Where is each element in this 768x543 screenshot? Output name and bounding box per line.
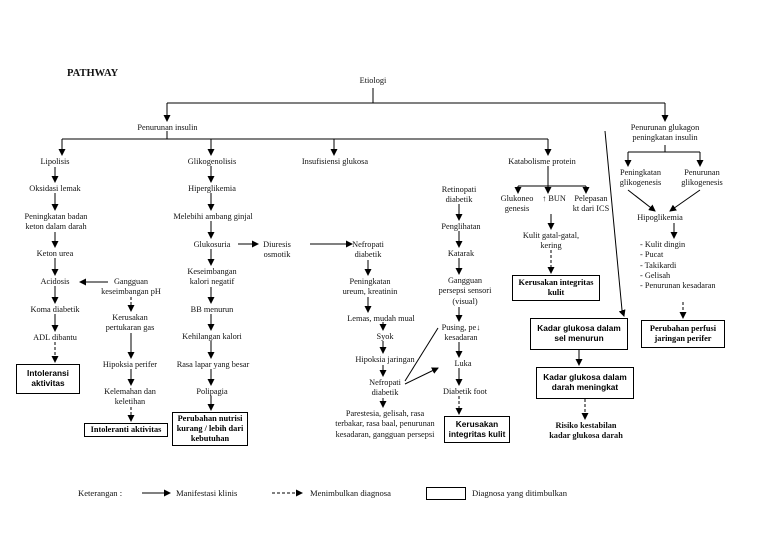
node-risiko-kestabilan: Risiko kestabilan kadar glukosa darah bbox=[549, 421, 623, 441]
node-bun: ↑ BUN bbox=[542, 194, 566, 203]
diagnosis-kadar-glukosa-darah-meningkat: Kadar glukosa dalam darah meningkat bbox=[536, 367, 634, 399]
connector bbox=[404, 367, 439, 385]
node-katarak: Katarak bbox=[447, 249, 475, 258]
node-nefropati-diabetik-2: Nefropati diabetik bbox=[369, 378, 401, 398]
node-hipoksia-jaringan: Hipoksia jaringan bbox=[355, 355, 415, 364]
node-diabetik-foot: Diabetik foot bbox=[442, 387, 487, 396]
connector bbox=[604, 130, 623, 311]
node-penurunan-glukagon: Penurunan glukagon peningkatan insulin bbox=[630, 123, 700, 143]
node-gangguan-persepsi-sensori: Gangguan persepsi sensori (visual) bbox=[438, 276, 492, 306]
node-hiperglikemia: Hiperglikemia bbox=[188, 184, 236, 193]
node-keton-urea: Keton urea bbox=[36, 249, 74, 258]
diagnosis-kerusakan-integritas-kulit-1: Kerusakan integritas kulit bbox=[512, 275, 600, 301]
node-lipolisis: Lipolisis bbox=[40, 157, 70, 166]
node-kulit-gatal: Kulit gatal-gatal, kering bbox=[522, 231, 580, 251]
node-insufisiensi-glukosa: Insufisiensi glukosa bbox=[301, 157, 369, 166]
diagnosis-perubahan-nutrisi: Perubahan nutrisi kurang / lebih dari ke… bbox=[172, 412, 248, 446]
node-pelepasan-kt: Pelepasan kt dari ICS bbox=[572, 194, 610, 214]
node-adl-dibantu: ADL dibantu bbox=[33, 333, 77, 342]
connector bbox=[404, 327, 439, 382]
node-glukosuria: Glukosuria bbox=[193, 240, 231, 249]
node-nefropati-diabetik-1: Nefropati diabetik bbox=[352, 240, 384, 260]
node-bb-menurun: BB menurun bbox=[190, 305, 234, 314]
node-penglihatan: Penglihatan bbox=[441, 222, 481, 231]
legend-dashed-text: Menimbulkan diagnosa bbox=[310, 488, 391, 498]
legend-label: Keterangan : bbox=[78, 488, 123, 498]
node-glukoneogenesis: Glukoneo genesis bbox=[500, 194, 534, 214]
node-retinopati-diabetik: Retinopati diabetik bbox=[441, 185, 477, 205]
node-kerusakan-pertukaran-gas: Kerusakan pertukaran gas bbox=[105, 313, 155, 333]
node-keseimbangan-kalori: Keseimbangan kalori negatif bbox=[187, 267, 237, 287]
node-peningkatan-badan-keton: Peningkatan badan keton dalam darah bbox=[24, 212, 88, 232]
diagram-title: PATHWAY bbox=[67, 68, 119, 79]
node-lemas-mudah-mual: Lemas, mudah mual bbox=[347, 314, 415, 323]
node-hipoglikemia-signs: - Kulit dingin - Pucat - Takikardi - Gel… bbox=[640, 240, 716, 291]
node-oksidasi-lemak: Oksidasi lemak bbox=[29, 184, 81, 193]
legend-solid-text: Manifestasi klinis bbox=[176, 488, 238, 498]
node-kehilangan-kalori: Kehilangan kalori bbox=[182, 332, 242, 341]
node-kelemahan-keletihan: Kelemahan dan keletihan bbox=[104, 387, 156, 407]
connector bbox=[618, 309, 626, 317]
connector bbox=[669, 189, 701, 212]
node-pusing: Pusing, pe↓ kesadaran bbox=[441, 323, 481, 343]
node-etiologi: Etiologi bbox=[359, 76, 387, 85]
diagnosis-intoleranti-aktivitas: Intoleranti aktivitas bbox=[84, 423, 168, 437]
node-parestesia: Parestesia, gelisah, rasa terbakar, rasa… bbox=[335, 409, 435, 439]
node-koma-diabetik: Koma diabetik bbox=[30, 305, 80, 314]
node-peningkatan-glikogenesis: Peningkatan glikogenesis bbox=[619, 168, 662, 188]
node-hipoksia-perifer: Hipoksia perifer bbox=[102, 360, 158, 369]
node-melebihi-ambang-ginjal: Melebihi ambang ginjal bbox=[173, 212, 253, 221]
node-acidosis: Acidosis bbox=[40, 277, 70, 286]
node-peningkatan-ureum: Peningkatan ureum, kreatinin bbox=[342, 277, 398, 297]
node-polipagia: Polipagia bbox=[196, 387, 228, 396]
legend-box-swatch bbox=[426, 487, 466, 500]
diagnosis-kadar-glukosa-sel-menurun: Kadar glukosa dalam sel menurun bbox=[530, 318, 628, 350]
diagnosis-kerusakan-integritas-kulit-2: Kerusakan integritas kulit bbox=[444, 416, 510, 443]
node-katabolisme-protein: Katabolisme protein bbox=[508, 157, 576, 166]
node-hipoglikemia: Hipoglikemia bbox=[637, 213, 683, 222]
node-penurunan-insulin: Penurunan insulin bbox=[137, 123, 198, 132]
node-gangguan-ph: Gangguan keseimbangan pH bbox=[101, 277, 161, 297]
node-glikogenolisis: Glikogenolisis bbox=[187, 157, 237, 166]
node-diuresis-osmotik: Diuresis osmotik bbox=[263, 240, 291, 260]
diagnosis-intoleransi-aktivitas: Intoleransi aktivitas bbox=[16, 364, 80, 394]
legend-box-text: Diagnosa yang ditimbulkan bbox=[472, 488, 567, 498]
node-syok: Syok bbox=[376, 332, 394, 341]
node-luka: Luka bbox=[454, 359, 472, 368]
diagnosis-perubahan-perfusi: Perubahan perfusi jaringan perifer bbox=[641, 320, 725, 348]
node-penurunan-glikogenesis: Penurunan glikogenesis bbox=[681, 168, 723, 188]
connector bbox=[627, 189, 656, 212]
node-rasa-lapar: Rasa lapar yang besar bbox=[176, 360, 250, 369]
